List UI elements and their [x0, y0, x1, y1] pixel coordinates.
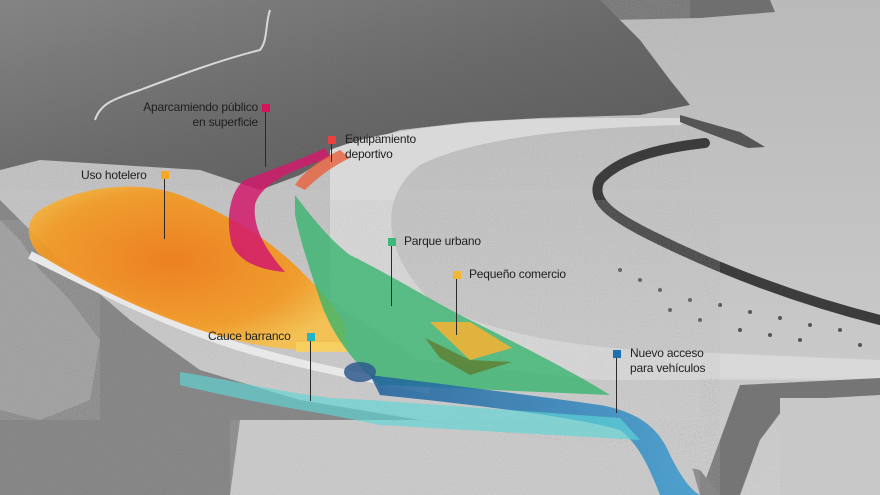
distant-headland: [590, 0, 775, 20]
zone-hotel-blocks: [296, 342, 348, 352]
label-ravine-text: Cauce barranco: [208, 329, 291, 343]
beach: [330, 118, 880, 380]
zone-ravine: [180, 372, 640, 440]
town-buildings: [230, 420, 700, 495]
label-park: Parque urbano: [404, 234, 481, 249]
label-hotel-text: Uso hotelero: [81, 168, 147, 182]
marker-access-icon: [613, 350, 621, 358]
zone-hotel: [28, 186, 346, 350]
label-access-line2: para vehículos: [630, 361, 706, 375]
zone-commerce: [430, 322, 512, 360]
leader-line-ravine: [310, 341, 311, 401]
mountain-slope: [0, 0, 690, 190]
leader-line-sports: [331, 144, 332, 162]
leader-line-commerce: [456, 279, 457, 335]
label-commerce-text: Pequeño comercio: [469, 267, 566, 281]
label-access: Nuevo acceso para vehículos: [630, 346, 705, 376]
marker-commerce-icon: [453, 271, 461, 279]
label-sports-line2: deportivo: [345, 147, 393, 161]
curved-breakwater: [592, 138, 880, 325]
label-hotel: Uso hotelero: [81, 168, 147, 183]
zone-park: [295, 195, 610, 395]
marker-parking-icon: [262, 104, 270, 112]
label-parking-line2: en superficie: [192, 115, 259, 129]
harbor-water: [780, 398, 880, 495]
label-ravine: Cauce barranco: [208, 329, 291, 344]
jetty: [680, 115, 765, 148]
marker-ravine-icon: [307, 333, 315, 341]
harbor: [700, 378, 880, 495]
cactus-vegetation: [0, 220, 100, 420]
zone-commerce-shadow: [425, 338, 512, 375]
leader-line-access: [616, 358, 617, 413]
leader-line-park: [391, 246, 392, 306]
roundabout: [344, 362, 376, 382]
label-parking: Aparcamiendo público en superficie: [110, 100, 258, 130]
label-commerce: Pequeño comercio: [469, 267, 566, 282]
leader-line-hotel: [164, 179, 165, 239]
label-access-line1: Nuevo acceso: [630, 346, 704, 360]
label-park-text: Parque urbano: [404, 234, 481, 248]
zone-parking: [228, 148, 330, 272]
label-parking-line1: Aparcamiendo público: [143, 100, 258, 114]
label-sports: Equipamiento deportivo: [345, 132, 416, 162]
label-sports-line1: Equipamiento: [345, 132, 416, 146]
moored-boats: [618, 268, 862, 347]
zone-sports: [295, 150, 350, 190]
marker-park-icon: [388, 238, 396, 246]
marker-sports-icon: [328, 136, 336, 144]
marker-hotel-icon: [161, 171, 169, 179]
mountain-road: [94, 9, 271, 121]
lower-slope: [0, 200, 720, 495]
leader-line-parking: [265, 112, 266, 167]
